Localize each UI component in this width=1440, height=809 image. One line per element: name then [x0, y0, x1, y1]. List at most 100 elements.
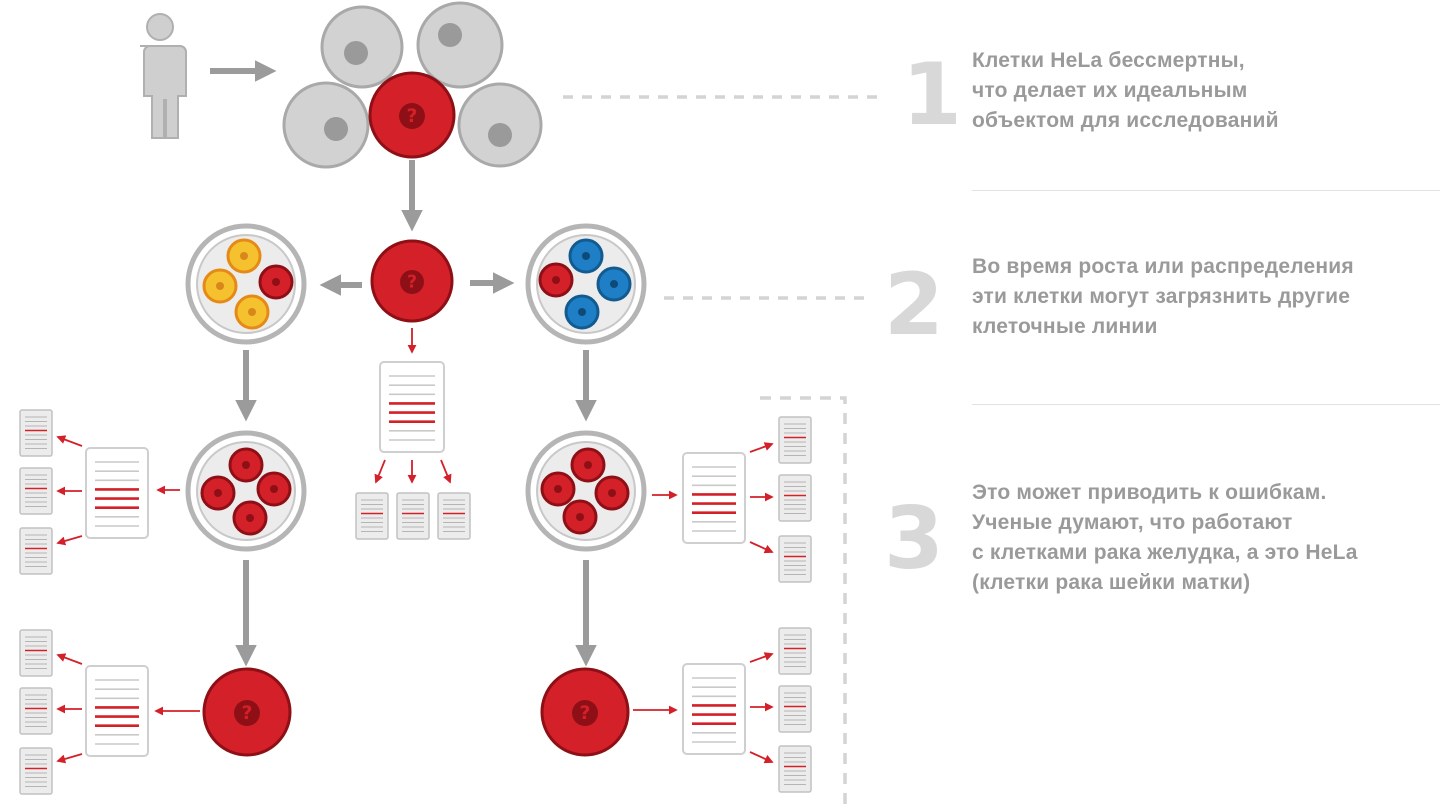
petri-dish-icon: [525, 430, 647, 552]
culture-cell-icon: [234, 294, 270, 330]
petri-dish-icon: [525, 223, 647, 345]
culture-cell-icon: [568, 238, 604, 274]
hela-cell-icon: ?: [370, 239, 454, 323]
culture-cell-icon: [564, 294, 600, 330]
unknown-mark: ?: [407, 106, 418, 127]
document-icon: [778, 685, 812, 733]
person-body: [140, 45, 187, 139]
culture-cell-icon: [232, 500, 268, 536]
culture-cell-icon: [200, 475, 236, 511]
dish-inner: [536, 234, 636, 334]
cell-nucleus: [552, 276, 560, 284]
arrow-icon: [374, 459, 386, 484]
dish-inner: [196, 234, 296, 334]
gray-cell-icon: [282, 81, 370, 169]
step-1-line: что делает их идеальным: [972, 79, 1248, 102]
culture-cell-icon: [594, 475, 630, 511]
cell-nucleus: [438, 23, 462, 47]
step-1-line: Клетки HeLa бессмертны,: [972, 49, 1245, 72]
arrow-icon: [56, 435, 83, 447]
document-icon: [682, 663, 746, 755]
petri-dish-icon: [185, 430, 307, 552]
arrow-icon: [56, 653, 83, 665]
culture-cell-icon: [596, 266, 632, 302]
step-3-caption: Это может приводить к ошибкам. Ученые ду…: [972, 478, 1358, 598]
cell-nucleus: [488, 123, 512, 147]
hela-cell-icon: ?: [368, 71, 456, 159]
document-icon: [19, 409, 53, 457]
step-divider: [972, 190, 1440, 191]
step-2-caption: Во время роста или распределения эти кле…: [972, 252, 1354, 342]
cell-nucleus: [216, 282, 224, 290]
hela-cell-icon: ?: [202, 667, 292, 757]
document-icon: [778, 474, 812, 522]
culture-cell-icon: [540, 471, 576, 507]
step-1-line: объектом для исследований: [972, 109, 1279, 132]
cell-nucleus: [242, 461, 250, 469]
arrow-icon: [749, 541, 774, 554]
cell-nucleus: [270, 485, 278, 493]
unknown-mark: ?: [242, 703, 253, 724]
hela-cell-icon: ?: [540, 667, 630, 757]
arrow-icon: [749, 751, 774, 764]
step-2-line: Во время роста или распределения: [972, 255, 1354, 278]
unknown-mark: ?: [580, 703, 591, 724]
document-icon: [682, 452, 746, 544]
cell-nucleus: [234, 700, 260, 726]
step-3-number: 3: [884, 489, 944, 589]
step-3-line: с клетками рака желудка, а это HeLa: [972, 541, 1358, 564]
cell-nucleus: [399, 103, 425, 129]
document-icon: [19, 527, 53, 575]
cell-nucleus: [248, 308, 256, 316]
arrow-icon: [440, 459, 452, 484]
document-icon: [778, 745, 812, 793]
cell-nucleus: [240, 252, 248, 260]
document-icon: [778, 535, 812, 583]
gray-cell-icon: [320, 5, 404, 89]
cell-nucleus: [400, 270, 424, 294]
step-divider: [972, 404, 1440, 405]
unknown-mark: ?: [407, 273, 417, 293]
cell-nucleus: [272, 278, 280, 286]
document-icon: [85, 665, 149, 757]
cell-nucleus: [608, 489, 616, 497]
cell-nucleus: [610, 280, 618, 288]
step-2-line: эти клетки могут загрязнить другие: [972, 285, 1351, 308]
document-icon: [437, 492, 471, 540]
culture-cell-icon: [228, 447, 264, 483]
step-2-line: клеточные линии: [972, 315, 1158, 338]
step-3-line: Ученые думают, что работают: [972, 511, 1293, 534]
culture-cell-icon: [562, 499, 598, 535]
step-3-line: (клетки рака шейки матки): [972, 571, 1251, 594]
cell-nucleus: [246, 514, 254, 522]
culture-cell-icon: [570, 447, 606, 483]
arrow-icon: [56, 535, 83, 546]
document-icon: [379, 361, 445, 453]
step-3-line: Это может приводить к ошибкам.: [972, 481, 1327, 504]
arrow-icon: [56, 753, 83, 764]
document-icon: [19, 687, 53, 735]
dashed-bracket: [760, 396, 847, 809]
document-icon: [19, 467, 53, 515]
cell-nucleus: [324, 117, 348, 141]
cell-nucleus: [554, 485, 562, 493]
dish-inner: [536, 441, 636, 541]
cell-nucleus: [344, 41, 368, 65]
dish-inner: [196, 441, 296, 541]
document-icon: [396, 492, 430, 540]
cell-nucleus: [578, 308, 586, 316]
document-icon: [778, 416, 812, 464]
culture-cell-icon: [538, 262, 574, 298]
gray-cell-icon: [457, 82, 543, 168]
arrow-icon: [749, 442, 774, 453]
culture-cell-icon: [202, 268, 238, 304]
cell-nucleus: [572, 700, 598, 726]
person-icon: [140, 13, 187, 139]
cell-nucleus: [576, 513, 584, 521]
step-1-caption: Клетки HeLa бессмертны, что делает их ид…: [972, 46, 1279, 136]
gray-cell-icon: [416, 1, 504, 89]
cell-nucleus: [584, 461, 592, 469]
arrow-icon: [749, 652, 774, 663]
cell-nucleus: [582, 252, 590, 260]
